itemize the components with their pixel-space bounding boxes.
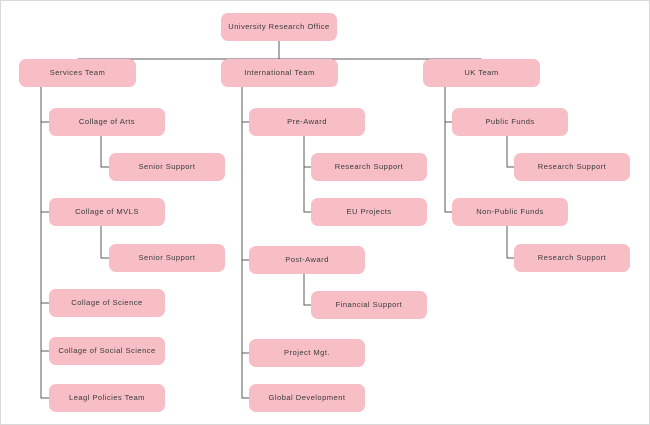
connector-services-to-science [40,87,49,304]
org-node-label: Project Mgt. [284,347,330,357]
connector-international-to-post-award [241,87,249,261]
connector-mvls-to-mvls-senior [100,226,109,259]
connector-international-to-pre-award [241,87,249,123]
org-node-label: Non-Public Funds [476,206,544,216]
connector-pre-award-to-pa-eu [303,136,311,213]
connector-public-funds-to-pf-research [506,136,514,168]
connector-pre-award-to-pa-research [303,136,311,168]
org-node-pa-eu[interactable]: EU Projects [311,198,427,226]
org-node-post-award[interactable]: Post-Award [249,246,365,274]
org-node-uk[interactable]: UK Team [423,59,540,87]
connector-uk-to-nonpublic-funds [444,87,452,213]
org-node-label: Senior Support [138,252,196,262]
org-node-label: Collage of Science [71,297,143,307]
org-node-label: UK Team [464,67,499,77]
org-node-label: EU Projects [346,206,392,216]
org-node-pa-research[interactable]: Research Support [311,153,427,181]
org-node-global-dev[interactable]: Global Development [249,384,365,412]
org-node-mvls[interactable]: Collage of MVLS [49,198,165,226]
org-node-label: University Research Office [228,21,330,31]
connector-root-to-uk [278,41,482,60]
org-node-label: Research Support [537,161,607,171]
org-node-science[interactable]: Collage of Science [49,289,165,317]
org-node-mvls-senior[interactable]: Senior Support [109,244,225,272]
connector-services-to-social-science [40,87,49,352]
org-node-root[interactable]: University Research Office [221,13,337,41]
org-node-label: International Team [244,67,315,77]
org-node-nonpublic-funds[interactable]: Non-Public Funds [452,198,568,226]
connector-services-to-legal [40,87,49,399]
org-node-pf-research[interactable]: Research Support [514,153,630,181]
org-node-legal[interactable]: Leagl Policies Team [49,384,165,412]
org-node-label: Research Support [537,252,607,262]
org-node-public-funds[interactable]: Public Funds [452,108,568,136]
org-node-label: Senior Support [138,161,196,171]
org-node-label: Post-Award [285,254,329,264]
org-node-label: Collage of Social Science [58,345,156,355]
org-node-social-science[interactable]: Collage of Social Science [49,337,165,365]
connector-post-award-to-financial [303,274,311,306]
org-node-international[interactable]: International Team [221,59,338,87]
connector-international-to-global-dev [241,87,249,399]
org-node-services[interactable]: Services Team [19,59,136,87]
connector-root-to-international [278,41,280,60]
org-node-arts[interactable]: Collage of Arts [49,108,165,136]
org-node-label: Collage of Arts [78,116,136,126]
org-node-label: Global Development [268,392,346,402]
connector-nonpublic-funds-to-npf-research [506,226,514,259]
org-node-label: Public Funds [485,116,535,126]
org-node-label: Pre-Award [287,116,327,126]
org-node-label: Collage of MVLS [75,206,139,216]
org-node-pre-award[interactable]: Pre-Award [249,108,365,136]
org-node-arts-senior[interactable]: Senior Support [109,153,225,181]
connector-services-to-mvls [40,87,49,213]
org-node-label: Leagl Policies Team [69,392,145,402]
org-node-project-mgt[interactable]: Project Mgt. [249,339,365,367]
connector-arts-to-arts-senior [100,136,109,168]
connector-services-to-arts [40,87,49,123]
org-node-label: Financial Support [335,299,403,309]
org-node-financial[interactable]: Financial Support [311,291,427,319]
connector-international-to-project-mgt [241,87,249,354]
org-node-label: Services Team [49,67,106,77]
org-node-label: Research Support [334,161,404,171]
connector-root-to-services [77,41,280,60]
connector-uk-to-public-funds [444,87,452,123]
org-node-npf-research[interactable]: Research Support [514,244,630,272]
